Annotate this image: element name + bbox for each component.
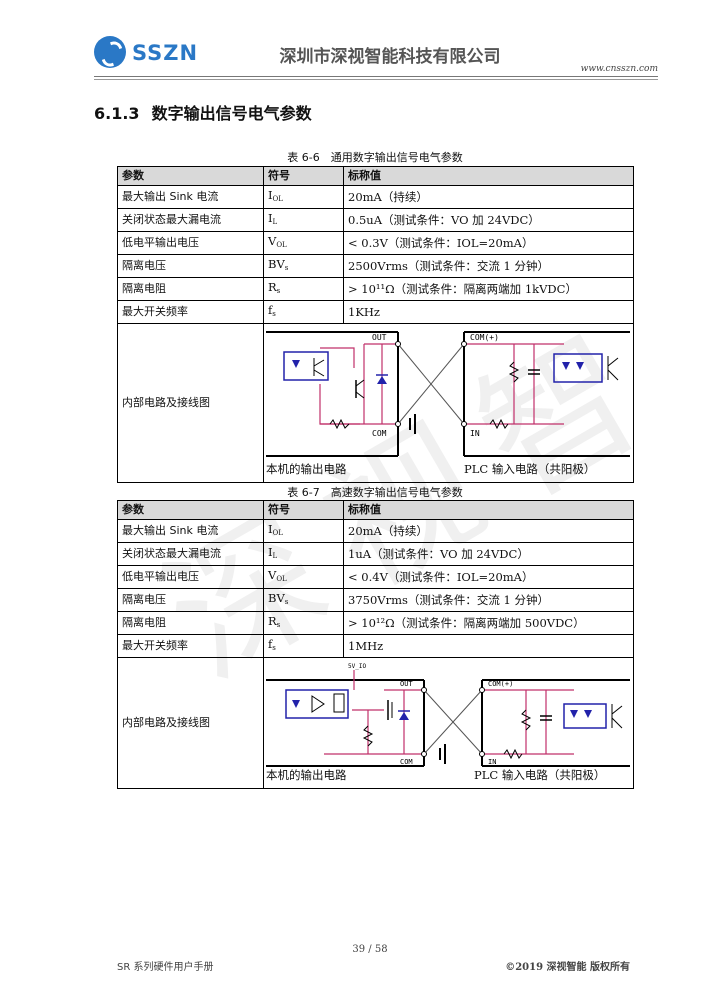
param-cell: 内部电路及接线图: [117, 657, 264, 789]
value-cell: 20mA（持续）: [343, 519, 634, 543]
pin-com-label: COM: [400, 758, 413, 766]
param-cell: 最大开关频率: [117, 634, 264, 658]
param-cell: 隔离电压: [117, 254, 264, 278]
param-cell: 内部电路及接线图: [117, 323, 264, 483]
section-title: 数字输出信号电气参数: [151, 104, 312, 123]
table2-caption: 表 6-7 高速数字输出信号电气参数: [287, 486, 463, 499]
symbol-cell: IOL: [263, 519, 344, 543]
table2-header-row: 参数 符号 标称值: [117, 500, 634, 520]
circuit-right-label: PLC 输入电路（共阳极）: [474, 768, 606, 782]
logo-text: SSZN: [132, 41, 199, 65]
table1-header-value: 标称值: [343, 166, 634, 186]
header-divider: [94, 76, 658, 77]
param-cell: 隔离电压: [117, 588, 264, 612]
table1-header-row: 参数 符号 标称值: [117, 166, 634, 186]
table-row: 最大开关频率 fs 1KHz: [117, 300, 634, 324]
logo-icon: [94, 36, 126, 68]
symbol-cell: Rs: [263, 611, 344, 635]
company-logo: SSZN: [94, 36, 254, 70]
page-number: 39 / 58: [352, 944, 388, 955]
pin-com-plus-label: COM(+): [470, 333, 499, 342]
symbol-cell: IL: [263, 542, 344, 566]
wiring-schematic-1: OUT COM COM(+) IN: [266, 331, 630, 457]
symbol-cell: VOL: [263, 231, 344, 255]
pin-out-label: OUT: [372, 333, 387, 342]
website-url: www.cnsszn.com: [580, 64, 658, 74]
param-cell: 隔离电阻: [117, 611, 264, 635]
symbol-cell: IOL: [263, 185, 344, 209]
table-row: 隔离电阻 Rs > 10¹²Ω（测试条件：隔离两端加 500VDC）: [117, 611, 634, 635]
table1-header-symbol: 符号: [263, 166, 344, 186]
value-cell: 1KHz: [343, 300, 634, 324]
table2: 参数 符号 标称值 最大输出 Sink 电流 IOL 20mA（持续） 关闭状态…: [117, 500, 634, 789]
param-cell: 最大开关频率: [117, 300, 264, 324]
wiring-schematic-2: 5V_IO OUT COM COM(+) IN: [266, 663, 630, 767]
table-row: 隔离电压 BVs 2500Vrms（测试条件：交流 1 分钟）: [117, 254, 634, 278]
circuit-diagram-cell: 5V_IO OUT COM COM(+) IN 本机的输出电路 PLC 输入电路…: [263, 657, 634, 789]
table-row: 最大输出 Sink 电流 IOL 20mA（持续）: [117, 519, 634, 543]
pin-in-label: IN: [470, 429, 480, 438]
param-cell: 低电平输出电压: [117, 565, 264, 589]
table-row: 隔离电阻 Rs > 10¹¹Ω（测试条件：隔离两端加 1kVDC）: [117, 277, 634, 301]
table1: 参数 符号 标称值 最大输出 Sink 电流 IOL 20mA（持续） 关闭状态…: [117, 166, 634, 483]
value-cell: > 10¹²Ω（测试条件：隔离两端加 500VDC）: [343, 611, 634, 635]
param-cell: 最大输出 Sink 电流: [117, 519, 264, 543]
table-row: 关闭状态最大漏电流 IL 0.5uA（测试条件：VO 加 24VDC）: [117, 208, 634, 232]
table1-header-param: 参数: [117, 166, 264, 186]
table-row-circuit: 内部电路及接线图: [117, 323, 634, 483]
table-row: 最大输出 Sink 电流 IOL 20mA（持续）: [117, 185, 634, 209]
circuit-left-label: 本机的输出电路: [266, 768, 347, 782]
value-cell: < 0.3V（测试条件：IOL=20mA）: [343, 231, 634, 255]
symbol-cell: fs: [263, 300, 344, 324]
pin-5v-label: 5V_IO: [348, 663, 366, 670]
circuit-right-label: PLC 输入电路（共阳极）: [464, 462, 596, 476]
circuit-diagram-cell: OUT COM COM(+) IN 本机的输出电路 PLC 输入电路（共阳极）: [263, 323, 634, 483]
value-cell: 3750Vrms（测试条件：交流 1 分钟）: [343, 588, 634, 612]
param-cell: 关闭状态最大漏电流: [117, 542, 264, 566]
param-cell: 低电平输出电压: [117, 231, 264, 255]
section-heading: 6.1.3 数字输出信号电气参数: [94, 100, 312, 124]
table1-caption: 表 6-6 通用数字输出信号电气参数: [287, 151, 463, 164]
pin-com-label: COM: [372, 429, 387, 438]
value-cell: 20mA（持续）: [343, 185, 634, 209]
value-cell: 1MHz: [343, 634, 634, 658]
footer-copyright: ©2019 深视智能 版权所有: [505, 962, 630, 973]
symbol-cell: VOL: [263, 565, 344, 589]
table2-header-symbol: 符号: [263, 500, 344, 520]
symbol-cell: fs: [263, 634, 344, 658]
table2-header-value: 标称值: [343, 500, 634, 520]
pin-in-label: IN: [488, 758, 496, 766]
table-row: 最大开关频率 fs 1MHz: [117, 634, 634, 658]
param-cell: 隔离电阻: [117, 277, 264, 301]
table-row: 低电平输出电压 VOL < 0.3V（测试条件：IOL=20mA）: [117, 231, 634, 255]
symbol-cell: IL: [263, 208, 344, 232]
value-cell: 1uA（测试条件：VO 加 24VDC）: [343, 542, 634, 566]
table-row-circuit: 内部电路及接线图: [117, 657, 634, 789]
table-row: 隔离电压 BVs 3750Vrms（测试条件：交流 1 分钟）: [117, 588, 634, 612]
pin-out-label: OUT: [400, 680, 413, 688]
section-number: 6.1.3: [94, 104, 140, 123]
table-row: 低电平输出电压 VOL < 0.4V（测试条件：IOL=20mA）: [117, 565, 634, 589]
footer-doc-title: SR 系列硬件用户手册: [117, 962, 214, 973]
table2-header-param: 参数: [117, 500, 264, 520]
value-cell: < 0.4V（测试条件：IOL=20mA）: [343, 565, 634, 589]
table-row: 关闭状态最大漏电流 IL 1uA（测试条件：VO 加 24VDC）: [117, 542, 634, 566]
value-cell: 0.5uA（测试条件：VO 加 24VDC）: [343, 208, 634, 232]
symbol-cell: BVs: [263, 254, 344, 278]
symbol-cell: BVs: [263, 588, 344, 612]
param-cell: 关闭状态最大漏电流: [117, 208, 264, 232]
symbol-cell: Rs: [263, 277, 344, 301]
circuit-diagram-2: 5V_IO OUT COM COM(+) IN 本机的输出电路 PLC 输入电路…: [265, 659, 633, 788]
value-cell: 2500Vrms（测试条件：交流 1 分钟）: [343, 254, 634, 278]
company-name: 深圳市深视智能科技有限公司: [279, 47, 501, 67]
pin-com-plus-label: COM(+): [488, 680, 513, 688]
value-cell: > 10¹¹Ω（测试条件：隔离两端加 1kVDC）: [343, 277, 634, 301]
circuit-left-label: 本机的输出电路: [266, 462, 347, 476]
param-cell: 最大输出 Sink 电流: [117, 185, 264, 209]
header-divider-thin: [94, 79, 658, 80]
circuit-diagram-1: OUT COM COM(+) IN 本机的输出电路 PLC 输入电路（共阳极）: [265, 325, 633, 482]
